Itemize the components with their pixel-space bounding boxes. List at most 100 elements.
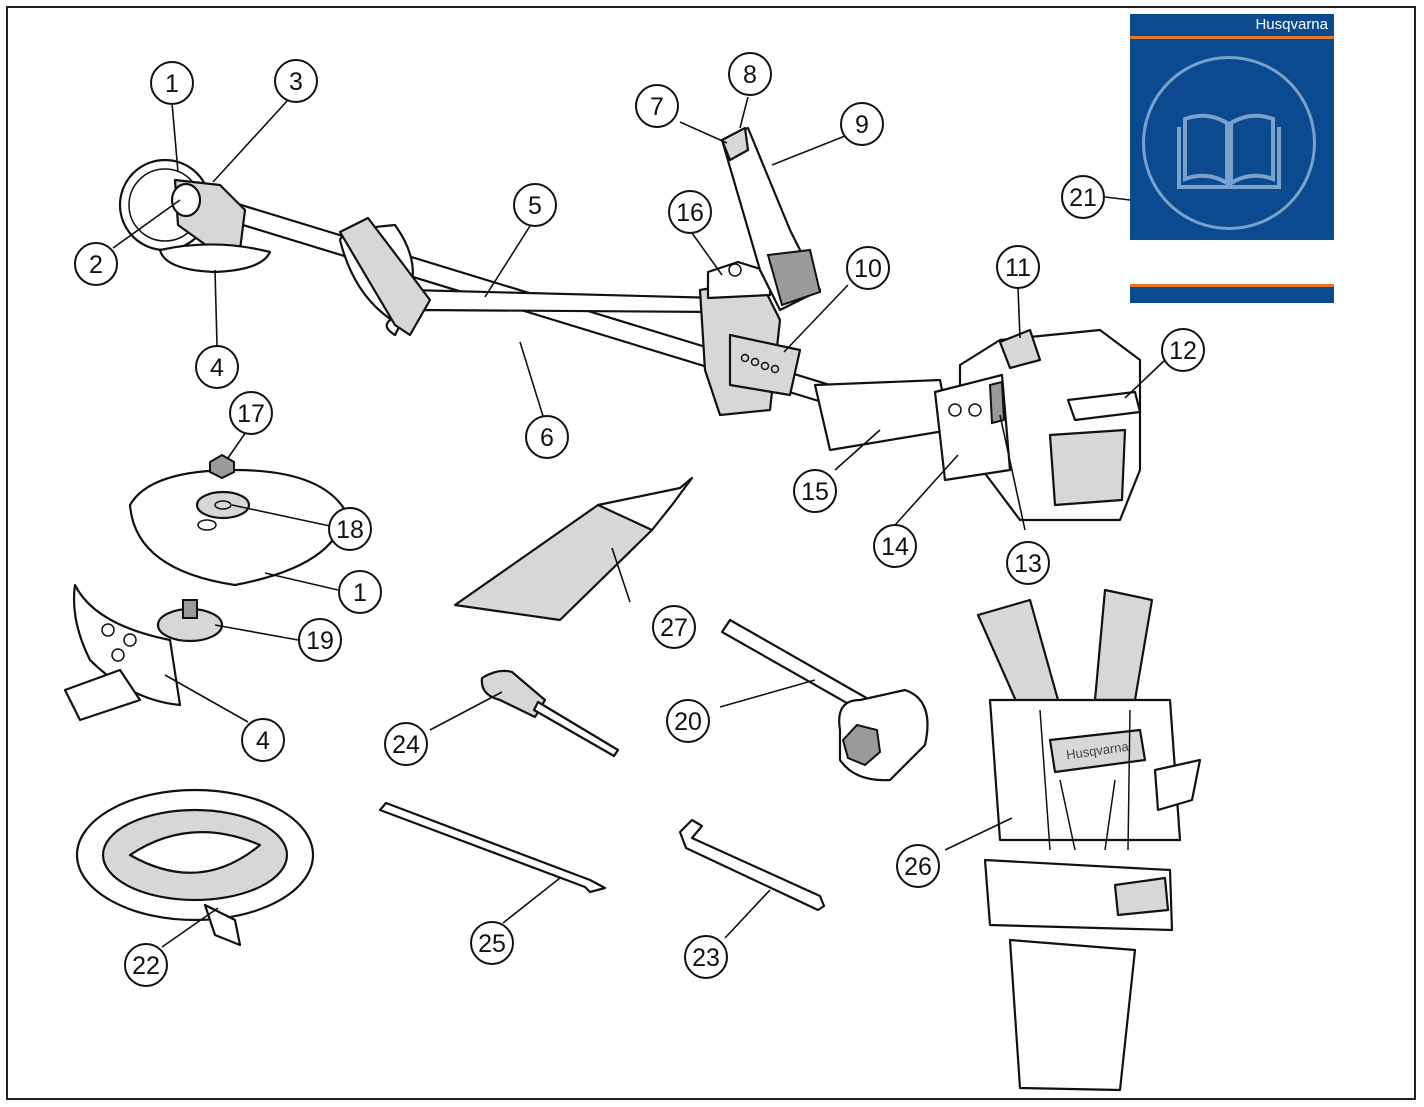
svg-text:15: 15 [801, 478, 829, 506]
callout-2: 2 [74, 242, 118, 286]
svg-text:1: 1 [165, 70, 179, 98]
gear-lubrication-plug [170, 182, 202, 218]
svg-text:19: 19 [306, 627, 334, 655]
callout-10: 10 [846, 246, 890, 290]
manual-brand-logo: Husqvarna [1255, 16, 1328, 33]
throttle-housing [766, 248, 822, 307]
harness-brand-plate [1048, 728, 1147, 774]
brushcutter-assembly [118, 126, 1142, 522]
starter-handle [1066, 390, 1142, 422]
svg-text:18: 18 [336, 516, 364, 544]
svg-text:23: 23 [692, 944, 720, 972]
allen-key [678, 818, 826, 912]
blade-guard [158, 243, 272, 274]
manual-spine-strip [1130, 284, 1334, 303]
blade-nut [209, 453, 235, 480]
callout-19: 19 [298, 618, 342, 662]
svg-text:3: 3 [289, 68, 303, 96]
svg-text:6: 6 [540, 424, 554, 452]
carburetor-screwdriver-shaft [532, 700, 620, 758]
svg-text:2: 2 [89, 251, 103, 279]
operator-manual-cover: Husqvarna [1130, 14, 1334, 240]
air-filter-cover [1048, 428, 1127, 507]
left-handle-grip [338, 216, 432, 337]
callout-6: 6 [525, 415, 569, 459]
hip-belt-buckle [1113, 876, 1170, 917]
callout-27: 27 [652, 605, 696, 649]
callout-16: 16 [668, 190, 712, 234]
svg-text:21: 21 [1069, 184, 1097, 212]
harness-eyelet [728, 333, 802, 397]
callout-14: 14 [873, 524, 917, 568]
grease-tube-nozzle [596, 476, 694, 532]
callout-12: 12 [1161, 328, 1205, 372]
callout-22: 22 [124, 943, 168, 987]
hip-protection-pad [1008, 938, 1137, 1092]
svg-text:4: 4 [210, 354, 224, 382]
callout-1a: 1 [150, 61, 194, 105]
callout-21: 21 [1061, 175, 1105, 219]
callout-18: 18 [328, 507, 372, 551]
callout-7: 7 [635, 84, 679, 128]
throttle-lockout [720, 126, 750, 162]
locking-pin [378, 801, 607, 894]
callout-17: 17 [229, 391, 273, 435]
callout-26: 26 [896, 844, 940, 888]
svg-text:1: 1 [353, 579, 367, 607]
callout-4a: 4 [195, 345, 239, 389]
svg-text:14: 14 [881, 533, 909, 561]
svg-text:8: 8 [743, 61, 757, 89]
leader-lines [112, 96, 1166, 948]
svg-text:10: 10 [854, 255, 882, 283]
manual-circle-emblem [1142, 56, 1316, 230]
harness: Husqvarna [976, 588, 1202, 1092]
svg-text:16: 16 [676, 199, 704, 227]
manual-cover-accent-bar [1130, 36, 1334, 39]
svg-text:12: 12 [1169, 337, 1197, 365]
svg-text:11: 11 [1005, 254, 1031, 282]
svg-text:4: 4 [256, 727, 270, 755]
grass-blade [128, 468, 347, 587]
support-flange [195, 490, 251, 520]
left-shoulder-strap [976, 598, 1060, 712]
callout-3: 3 [274, 59, 318, 103]
harness-hip-pad-clip [1153, 758, 1202, 812]
svg-text:27: 27 [660, 614, 688, 642]
callout-11: 11 [996, 245, 1040, 289]
svg-text:22: 22 [132, 952, 160, 980]
blade-assembly [63, 453, 347, 722]
svg-text:7: 7 [650, 93, 664, 121]
shaft-stub [63, 668, 142, 722]
callout-24: 24 [384, 722, 428, 766]
callout-20: 20 [666, 699, 710, 743]
transport-guard-clip [203, 903, 242, 947]
right-shoulder-strap [1093, 588, 1154, 702]
threaded-spindle [182, 599, 198, 619]
callout-4b: 4 [241, 718, 285, 762]
callout-8: 8 [728, 52, 772, 96]
svg-text:25: 25 [478, 930, 506, 958]
clutch-cover [813, 378, 952, 452]
callout-23: 23 [684, 935, 728, 979]
open-book-icon [1177, 113, 1281, 189]
callout-15: 15 [793, 469, 837, 513]
callout-9: 9 [840, 102, 884, 146]
callout-1b: 1 [338, 570, 382, 614]
callout-25: 25 [470, 921, 514, 965]
svg-text:5: 5 [528, 192, 542, 220]
handlebar [338, 223, 724, 337]
manual-spine-accent [1130, 284, 1334, 287]
svg-text:13: 13 [1014, 550, 1042, 578]
callout-5: 5 [513, 183, 557, 227]
callout-13: 13 [1006, 541, 1050, 585]
stop-switch [988, 380, 1006, 425]
grease-tube [453, 503, 654, 622]
svg-text:20: 20 [674, 708, 702, 736]
svg-text:9: 9 [855, 111, 869, 139]
svg-text:24: 24 [392, 731, 420, 759]
svg-text:26: 26 [904, 853, 932, 881]
socket-hex [841, 723, 882, 767]
diagram-frame [6, 6, 1416, 1100]
svg-text:17: 17 [237, 400, 265, 428]
